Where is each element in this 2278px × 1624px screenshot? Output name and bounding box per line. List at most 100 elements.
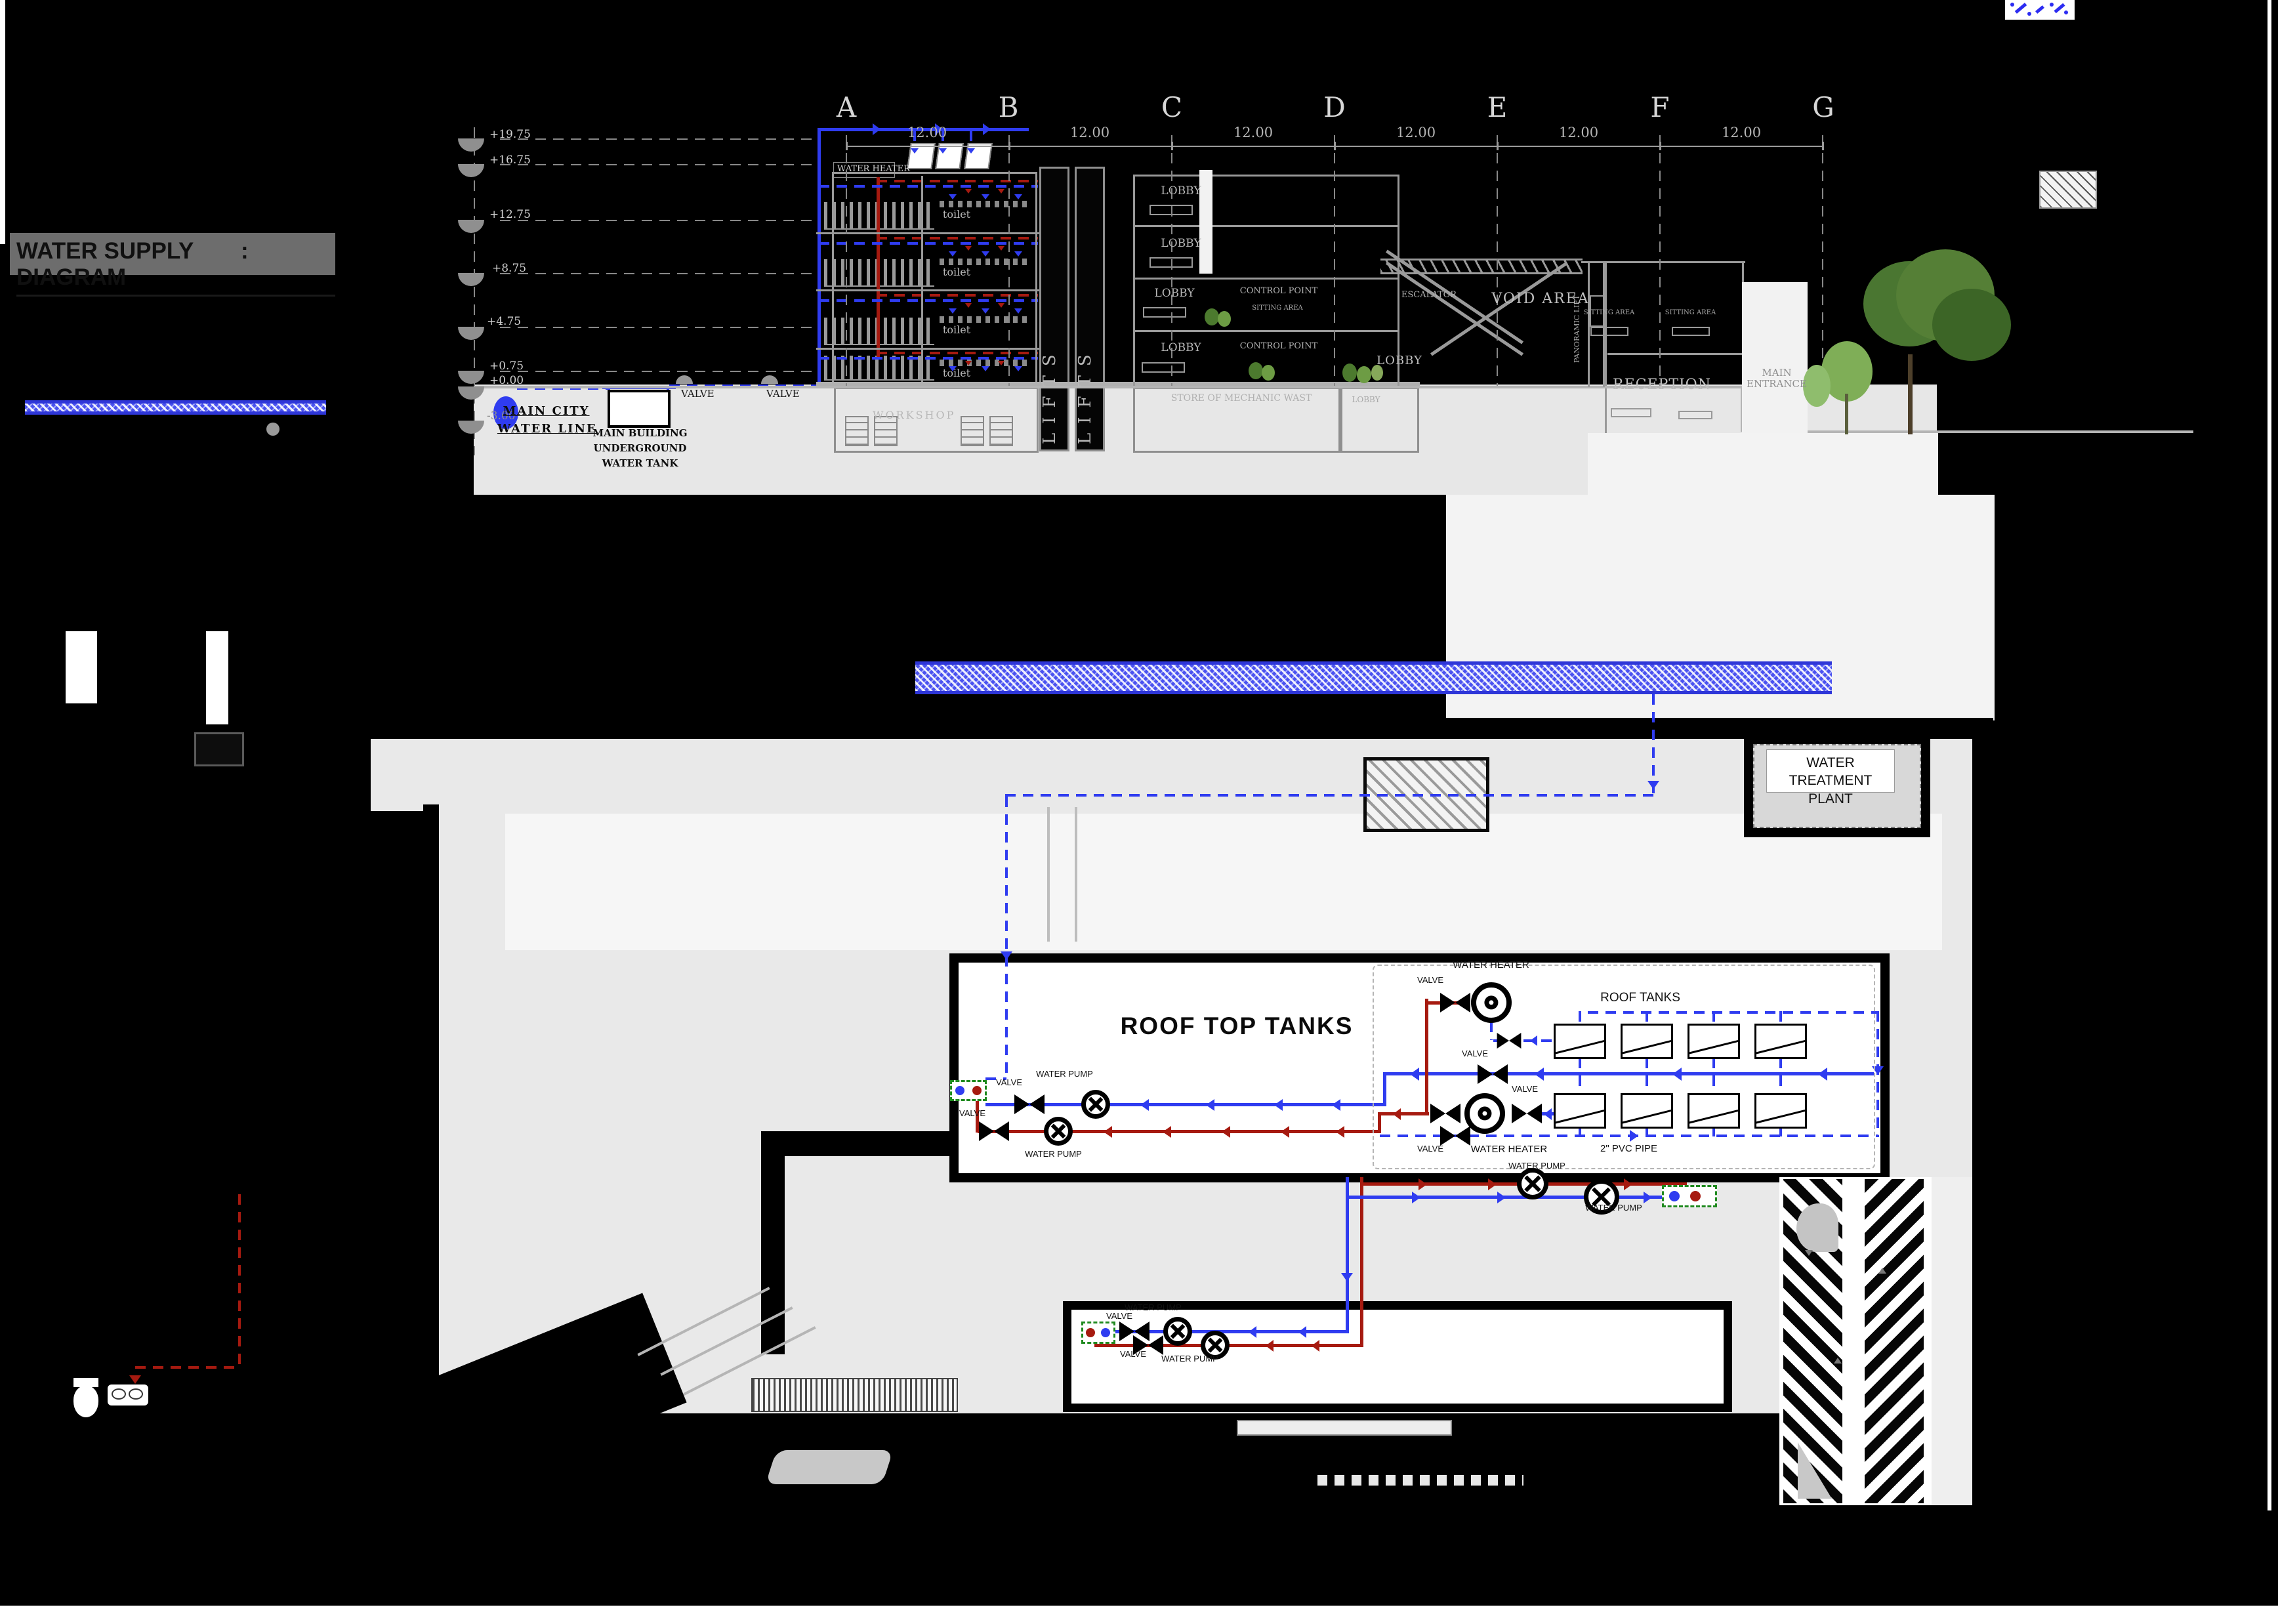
valve-sym-heater2-right-left bbox=[1512, 1104, 1527, 1123]
valve-sym-roof-red bbox=[979, 1121, 1009, 1141]
grid-dashed-7 bbox=[1822, 135, 1823, 386]
wing-slab-2 bbox=[1133, 278, 1399, 280]
valve-sym-roof-red-right bbox=[994, 1121, 1009, 1141]
valve-sym-heater1-dash-left bbox=[1497, 1033, 1509, 1049]
grid-dashed-4 bbox=[1334, 135, 1335, 386]
shelf-4 bbox=[989, 416, 1013, 446]
level-dash-3 bbox=[500, 220, 816, 221]
roof-tanks-label: ROOF TANKS bbox=[1600, 991, 1680, 1005]
tower-slab-3 bbox=[816, 232, 1039, 234]
lifts-1: LIFTS bbox=[1040, 345, 1060, 444]
dim-ticks-4 bbox=[1334, 142, 1336, 150]
plan-floor-upper bbox=[371, 739, 1972, 811]
roof-top-tanks-box bbox=[949, 953, 1890, 1182]
tank-col-b-4 bbox=[1779, 1058, 1782, 1073]
blue-main-b bbox=[985, 1103, 1386, 1106]
g1-blue bbox=[955, 1086, 964, 1095]
plant-2b bbox=[1262, 365, 1275, 381]
valve-sym-heater2-left-left bbox=[1430, 1104, 1445, 1123]
wtp-line2: PLANT bbox=[1808, 791, 1853, 806]
roof-tank-r2-1 bbox=[1554, 1093, 1606, 1129]
pvc-pipe: 2" PVC PIPE bbox=[1600, 1143, 1658, 1154]
valve-sym-heater2-right bbox=[1512, 1104, 1542, 1123]
arrow-d-21 bbox=[998, 246, 1004, 253]
plan-floor-bright bbox=[505, 814, 1942, 950]
arrow-r-46 bbox=[1419, 1178, 1429, 1190]
g3-red bbox=[1086, 1328, 1095, 1337]
valve-sym-mid bbox=[1478, 1064, 1508, 1084]
dim-fg: 12.00 bbox=[1721, 125, 1762, 140]
entrance-white-band bbox=[1742, 282, 1808, 433]
red-main-jog bbox=[1378, 1112, 1381, 1133]
stairs-hatch bbox=[751, 1378, 958, 1412]
lvl-marker-1 bbox=[458, 138, 484, 152]
level-dash-1 bbox=[500, 138, 816, 140]
black-box-left bbox=[194, 732, 244, 766]
tower-slab-1 bbox=[816, 348, 1039, 350]
rwing-wall-l bbox=[1605, 261, 1607, 433]
grid-letter-g: G bbox=[1812, 91, 1834, 123]
tanks-dashed-zone bbox=[1373, 965, 1875, 1169]
wc-red-h bbox=[135, 1366, 240, 1369]
arrow-d-5 bbox=[967, 148, 975, 156]
red-g1-drop bbox=[976, 1098, 979, 1133]
valve-mid: VALVE bbox=[1462, 1049, 1488, 1058]
toilet-4: toilet bbox=[942, 208, 971, 220]
arrow-l-37 bbox=[1161, 1126, 1171, 1138]
arrow-d-25 bbox=[998, 361, 1004, 367]
arrow-u-60 bbox=[1834, 1356, 1842, 1364]
g2-red bbox=[1690, 1191, 1701, 1201]
tank-col-c-1 bbox=[1579, 1075, 1581, 1094]
sofa-reception-1 bbox=[1611, 408, 1651, 417]
tank-col-a-2 bbox=[1646, 1011, 1648, 1025]
valve-sym-heater1-dash-right bbox=[1509, 1033, 1522, 1049]
lvl-marker-7 bbox=[458, 386, 484, 400]
arrow-d-52 bbox=[1341, 1273, 1353, 1283]
red-heater2-out bbox=[1378, 1112, 1429, 1115]
dim-ef: 12.00 bbox=[1558, 125, 1599, 140]
sofa-sitting-3 bbox=[1672, 327, 1710, 336]
light-column bbox=[1932, 1177, 1972, 1505]
valve-low-2: VALVE bbox=[1120, 1349, 1146, 1359]
main-city-water-line-2: WATER LINE bbox=[497, 422, 597, 436]
arrow-l-38 bbox=[1220, 1126, 1230, 1138]
plant-3b bbox=[1357, 366, 1371, 383]
tank-col-d-2 bbox=[1646, 1127, 1648, 1136]
lift-shaft-1 bbox=[1039, 167, 1069, 451]
corner-dot-3 bbox=[2050, 3, 2054, 7]
plant-1b bbox=[1218, 311, 1231, 327]
arrow-d-24 bbox=[965, 361, 972, 367]
tower-wall-l bbox=[832, 172, 834, 388]
roof-tank-drop-1 bbox=[913, 131, 916, 145]
lvl-marker-6 bbox=[458, 371, 484, 384]
teardrop bbox=[1796, 1203, 1838, 1252]
plant-3c bbox=[1371, 365, 1383, 381]
arrow-r-51 bbox=[1644, 1192, 1654, 1203]
arrow-r-1 bbox=[935, 123, 945, 135]
lvl-marker-3 bbox=[458, 220, 484, 233]
arrow-d-13 bbox=[982, 308, 989, 316]
valve-heater-top: VALVE bbox=[1417, 975, 1443, 985]
plan-double-2 bbox=[1075, 807, 1077, 942]
supply-h bbox=[1005, 794, 1655, 797]
loop-top bbox=[1588, 1011, 1879, 1014]
arrow-r-50 bbox=[1497, 1192, 1508, 1203]
gray-circle bbox=[266, 423, 280, 436]
arrow-l-54 bbox=[1296, 1326, 1306, 1338]
fixture-strip-4 bbox=[940, 201, 1031, 207]
level-dash-4 bbox=[500, 273, 816, 274]
pump-roof-red bbox=[1044, 1117, 1073, 1146]
roof-tank-r2-2-level-line bbox=[1623, 1108, 1671, 1124]
drawing-title: WATER SUPPLY DIAGRAM bbox=[16, 238, 335, 297]
lobby-basement: LOBBY bbox=[1352, 395, 1380, 404]
fixtures-row-1 bbox=[824, 356, 934, 381]
valve-sym-roof-red-left bbox=[979, 1121, 994, 1141]
arrow-l-35 bbox=[1330, 1099, 1340, 1111]
plan-right-wall bbox=[1972, 718, 1993, 1596]
pump-roof-blue bbox=[1081, 1090, 1110, 1119]
wing-wall-r bbox=[1398, 175, 1399, 387]
arrow-d-14 bbox=[1014, 308, 1022, 316]
tank-col-a-3 bbox=[1712, 1011, 1715, 1025]
level-0-75: +0.75 bbox=[489, 360, 524, 373]
